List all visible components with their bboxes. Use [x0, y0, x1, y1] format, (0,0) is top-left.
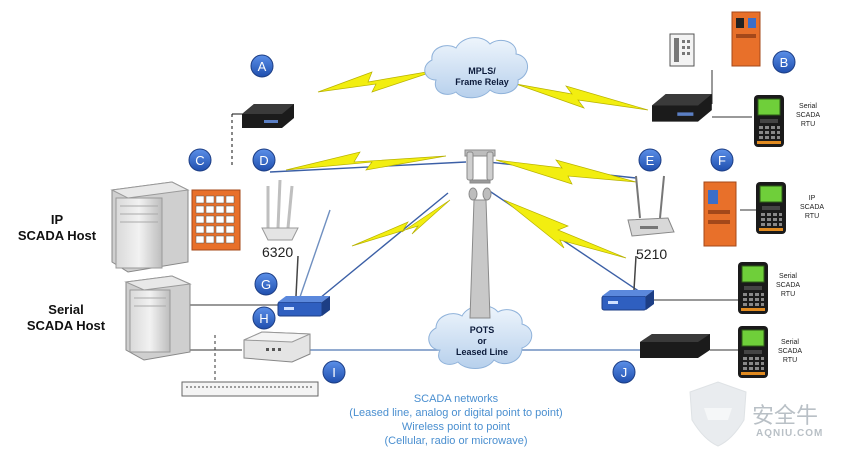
rtu-label-line: SCADA — [795, 112, 821, 119]
model-5210-label: 5210 — [636, 246, 668, 262]
cellular-router-g — [277, 295, 331, 317]
caption-line: (Cellular, radio or microwave) — [384, 435, 528, 447]
telephone — [669, 33, 695, 67]
serial-scada-rtu — [737, 261, 769, 315]
cell-tower — [464, 149, 496, 319]
rtu-label-line: RTU — [780, 291, 796, 298]
rtu-label-line: SCADA — [777, 348, 803, 355]
caption-line: SCADA networks — [413, 393, 499, 405]
ethernet-switch — [191, 189, 241, 251]
badge-letter: A — [258, 59, 267, 74]
lightning-bolt — [317, 69, 439, 93]
cloud-label-line: Frame Relay — [455, 77, 509, 87]
cloud-label-line: Leased Line — [455, 347, 509, 357]
host-label-line: SCADA Host — [26, 318, 106, 333]
badge-letter: B — [780, 55, 789, 70]
cloud-label-line: POTS — [469, 325, 495, 335]
rtu-label-line: RTU — [782, 357, 798, 364]
ip-scada-host-server — [110, 181, 190, 273]
rtu-label-line: SCADA — [775, 282, 801, 289]
frame-relay-modem-a — [242, 104, 294, 128]
badge-letter: H — [259, 311, 268, 326]
cloud-label-line: or — [477, 336, 487, 346]
rtu-label-line: RTU — [800, 121, 816, 128]
leased-line-modem — [640, 334, 710, 358]
badge-letter: J — [621, 365, 628, 380]
lightning-bolt — [285, 151, 447, 171]
badge-layer: A B C D E F G H I J — [188, 50, 796, 384]
badge-a: A — [250, 54, 274, 78]
lightning-bolt — [351, 199, 451, 247]
badge-j: J — [612, 360, 636, 384]
caption-line: Wireless point to point — [401, 421, 511, 433]
host-label-line: Serial — [48, 302, 84, 317]
serial-scada-rtu-j — [737, 325, 769, 379]
mpls-cloud-label: MPLS/ Frame Relay — [442, 66, 522, 88]
watermark-text: 安全牛 — [752, 404, 819, 429]
scada-caption: SCADA networks (Leased line, analog or d… — [306, 392, 606, 448]
rtu-f-label: IP SCADA RTU — [794, 194, 830, 221]
badge-i: I — [322, 360, 346, 384]
serial-scada-host-label: Serial SCADA Host — [8, 302, 124, 334]
terminal-keyboard — [181, 381, 319, 397]
badge-letter: F — [718, 153, 726, 168]
lightning-bolt — [495, 159, 637, 185]
badge-e: E — [638, 148, 662, 172]
watermark-logo — [689, 381, 747, 447]
cellular-router — [601, 289, 655, 311]
rtu-label-line: Serial — [799, 103, 817, 110]
wireless-links — [285, 69, 649, 259]
badge-c: C — [188, 148, 212, 172]
host-label-line: SCADA Host — [17, 228, 97, 243]
badge-d: D — [252, 148, 276, 172]
rtu-label-line: Serial — [779, 273, 797, 280]
badge-b: B — [772, 50, 796, 74]
serial-device-server — [731, 11, 761, 67]
model-6320-label: 6320 — [262, 244, 294, 260]
access-point-6320 — [261, 179, 299, 241]
lightning-bolt — [503, 199, 627, 259]
pots-cloud — [428, 305, 533, 369]
rtu-label-line: Serial — [781, 339, 799, 346]
badge-letter: E — [646, 153, 655, 168]
ip-scada-rtu — [755, 181, 787, 235]
mpls-cloud — [424, 37, 528, 99]
industrial-gateway — [703, 181, 737, 247]
rtu-label-line: SCADA — [799, 204, 825, 211]
badge-g: G — [254, 272, 278, 296]
router-5210 — [627, 175, 675, 237]
badge-letter: I — [332, 365, 336, 380]
ip-scada-host-label: IP SCADA Host — [2, 212, 112, 244]
cloud-label-line: MPLS/ — [468, 66, 496, 76]
badge-letter: C — [195, 153, 204, 168]
badge-letter: G — [261, 277, 271, 292]
host-label-line: IP — [50, 212, 64, 227]
watermark-url: AQNIU.COM — [756, 428, 824, 439]
rtu-label-line: IP — [808, 195, 816, 202]
badge-f: F — [710, 148, 734, 172]
pots-cloud-label: POTS or Leased Line — [442, 325, 522, 358]
serial-scada-host-server — [124, 275, 192, 361]
badge-h: H — [252, 306, 276, 330]
frame-relay-modem-b — [652, 94, 712, 122]
analog-modem — [243, 331, 311, 363]
lightning-bolt — [515, 83, 649, 111]
serial-scada-rtu-b — [753, 94, 785, 148]
caption-line: (Leased line, analog or digital point to… — [349, 407, 563, 419]
badge-letter: D — [259, 153, 268, 168]
rtu-label-line: RTU — [804, 213, 820, 220]
